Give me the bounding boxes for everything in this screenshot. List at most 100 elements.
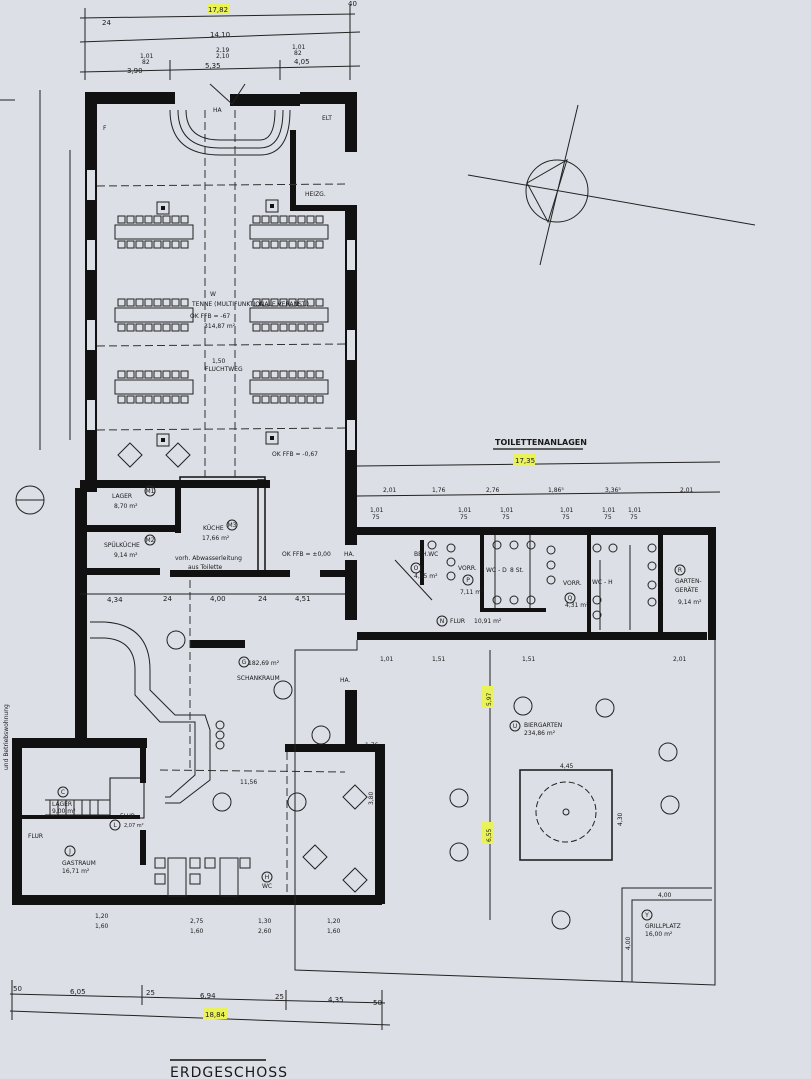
dim-bottom-50b: 50 xyxy=(373,999,382,1007)
chair xyxy=(252,215,261,224)
dim-bier-a: 5,97 xyxy=(486,692,493,706)
dim-window-b2: 2,10 xyxy=(216,53,230,60)
column-core xyxy=(161,206,165,210)
chair xyxy=(171,298,180,307)
vorr2-area: 4,31 m² xyxy=(565,602,589,609)
north-arrow-icon xyxy=(467,104,756,266)
dim-1156: 11,56 xyxy=(240,779,257,786)
chair xyxy=(279,215,288,224)
dim-bottom-a: 6,05 xyxy=(70,988,86,996)
flur-entry: FLUR xyxy=(28,833,43,840)
dim-low-win2b: 1,60 xyxy=(190,928,204,935)
chair xyxy=(126,215,135,224)
beh-wc-name: BEH.WC xyxy=(414,551,438,558)
chair xyxy=(306,370,315,379)
chair xyxy=(153,370,162,379)
ha-low: HA. xyxy=(340,677,351,684)
lager-name: LAGER xyxy=(112,493,132,500)
dim-low-win3: 1,30 xyxy=(258,918,272,925)
chair xyxy=(288,395,297,404)
chair xyxy=(297,215,306,224)
banquet-table xyxy=(114,215,194,249)
chair xyxy=(144,370,153,379)
dim-toilet-segment: 1,86⁵ xyxy=(548,487,564,494)
gastraum-area: 16,71 m² xyxy=(62,868,90,875)
toilet-section-title: TOILETTENANLAGEN xyxy=(495,438,587,447)
dim-fountain-w: 4,45 xyxy=(560,763,574,770)
room-id: L xyxy=(113,822,117,829)
dim-top-a: 3,90 xyxy=(127,67,143,75)
room-id: O xyxy=(414,565,419,572)
dim-mid-c: 4,00 xyxy=(210,595,226,603)
dim-top-total: 17,82 xyxy=(208,6,228,14)
dim-toilet-window-sub: 75 xyxy=(372,514,380,521)
dim-toilet-window-sub: 75 xyxy=(630,514,638,521)
column xyxy=(156,433,170,447)
room-id-marker: N xyxy=(436,615,448,627)
room-id-marker: P xyxy=(462,574,474,586)
tenne-name: TENNE (MULTIFUNKTIONALE VERANST.) xyxy=(191,301,309,308)
chair xyxy=(288,298,297,307)
banquet-table xyxy=(249,370,329,404)
chair xyxy=(144,298,153,307)
chair xyxy=(315,395,324,404)
chair xyxy=(261,370,270,379)
dim-toilet-segment: 2,01 xyxy=(680,487,694,494)
chair xyxy=(162,240,171,249)
chair xyxy=(153,215,162,224)
chair xyxy=(162,298,171,307)
bistro-table xyxy=(165,442,191,468)
dim-151b: 1,51 xyxy=(522,656,536,663)
room-id: Y xyxy=(644,912,649,919)
dim-low-win4b: 1,60 xyxy=(327,928,341,935)
dim-toilet-window-sub: 75 xyxy=(604,514,612,521)
wc-d-name: WC - D xyxy=(486,567,507,574)
chair xyxy=(279,395,288,404)
chair xyxy=(144,240,153,249)
room-id-marker: M2 xyxy=(144,534,156,546)
chair xyxy=(261,395,270,404)
flur-small-name: FLUR xyxy=(120,813,135,820)
dim-toilet-window: 1,01 xyxy=(560,507,574,514)
dim-toilet-window: 1,01 xyxy=(500,507,514,514)
room-id-marker: Y xyxy=(641,909,653,921)
chair xyxy=(135,240,144,249)
biergarten-area: 234,86 m² xyxy=(524,730,556,737)
wc-d-note: 8 St. xyxy=(510,567,524,574)
dim-toilet-window: 1,01 xyxy=(370,507,384,514)
dim-window-b: 2,19 xyxy=(216,47,230,54)
room-id-marker: R xyxy=(674,564,686,576)
bistro-table xyxy=(117,442,143,468)
dim-bottom-b: 6,94 xyxy=(200,992,216,1000)
biergarten-name: BIERGARTEN xyxy=(524,722,562,729)
chair xyxy=(135,215,144,224)
column xyxy=(265,431,279,445)
chair xyxy=(117,298,126,307)
dim-mid-a: 4,34 xyxy=(107,596,123,604)
dim-toilet-window: 1,01 xyxy=(602,507,616,514)
dim-window-c: 1,01 xyxy=(292,44,306,51)
dim-toilet-total: 17,35 xyxy=(515,457,535,465)
chair xyxy=(126,240,135,249)
lager2-area: 9,00 m² xyxy=(52,808,76,815)
schankraum-name: SCHANKRAUM xyxy=(237,675,280,682)
flur-toilet-area: 10,91 m² xyxy=(474,618,502,625)
dim-bier-b: 6,55 xyxy=(486,828,493,842)
vorr2-name: VORR. xyxy=(563,580,582,587)
top-dimensions: 17,82 24 40 14,10 3,90 5,35 4,05 1,01 82… xyxy=(79,0,361,80)
banquet-table xyxy=(249,215,329,249)
chair xyxy=(297,298,306,307)
room-id-marker: J xyxy=(64,845,76,857)
column-core xyxy=(270,436,274,440)
dim-low-win3b: 2,60 xyxy=(258,928,272,935)
dim-mid-d: 24 xyxy=(258,595,267,603)
banquet-table xyxy=(114,298,194,332)
chair xyxy=(153,240,162,249)
beh-wc-area: 4,65 m² xyxy=(414,573,438,580)
bottom-dimensions: 50 6,05 25 6,94 25 4,35 50 18,84 xyxy=(9,980,391,1030)
chair xyxy=(171,215,180,224)
dim-toilet-segment: 1,76 xyxy=(432,487,446,494)
room-id: G xyxy=(242,659,247,666)
tenne-id: W xyxy=(210,291,216,298)
room-id-marker: G xyxy=(238,656,250,668)
